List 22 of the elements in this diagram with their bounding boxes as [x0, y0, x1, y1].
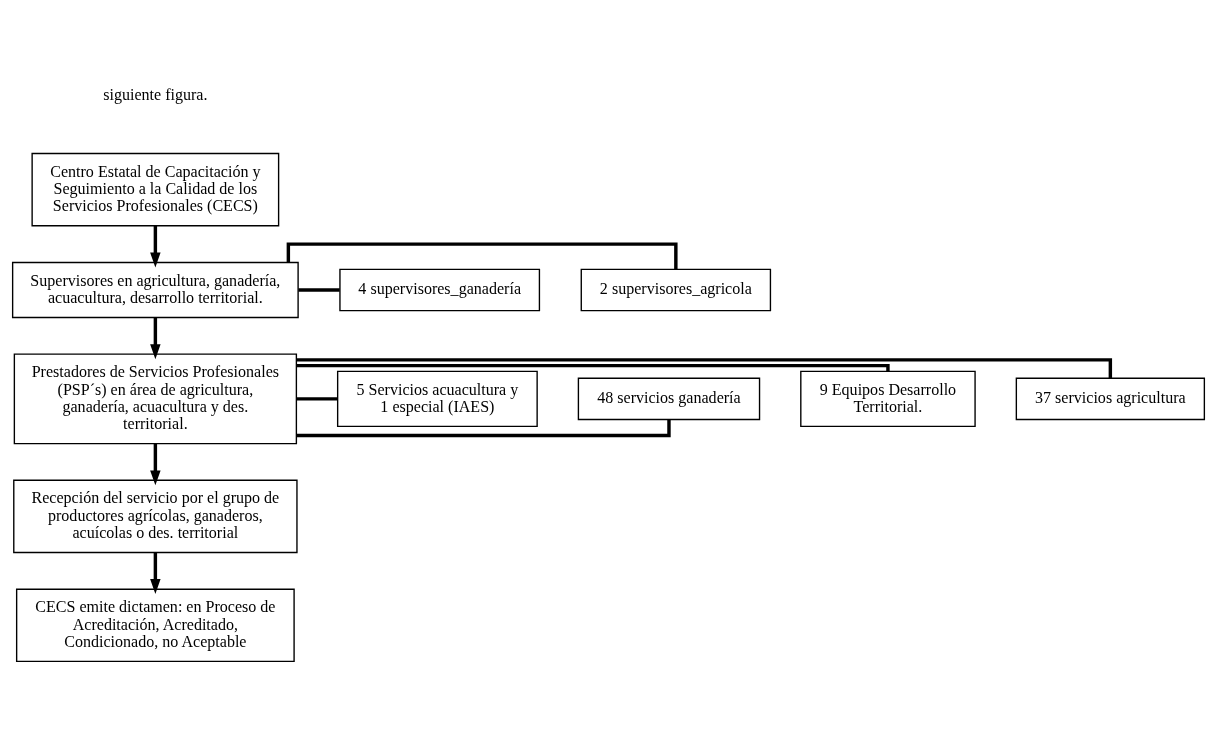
- arrow: [150, 443, 161, 485]
- arrow: [150, 317, 161, 359]
- node-box: Centro Estatal de Capacitación y Seguimiento a la Calidad de los Servicios Profesionales (CECS): [31, 152, 280, 226]
- node-box: 4 supervisores_ganadería: [339, 268, 541, 311]
- node-box: CECS emite dictamen: en Proceso de Acreditación, Acreditado, Condicionado, no Aceptable: [15, 588, 295, 662]
- arrow: [150, 225, 161, 267]
- node-box: 48 servicios ganadería: [577, 377, 761, 420]
- node-box: Recepción del servicio por el grupo de productores agrícolas, ganaderos, acuícolas o des. territorial: [13, 479, 298, 553]
- connector: [296, 363, 890, 371]
- arrow: [150, 552, 161, 594]
- node-box: Prestadores de Servicios Profesionales (PSP´s) en área de agricultura, ganadería, acuacultura y des. territorial.: [13, 353, 298, 444]
- label: siguiente figura.: [103, 85, 208, 103]
- node-box: Supervisores en agricultura, ganadería, acuacultura, desarrollo territorial.: [11, 261, 299, 318]
- node-box: 9 Equipos Desarrollo Territorial.: [800, 370, 976, 427]
- connector: [298, 287, 340, 292]
- connector: [296, 396, 338, 401]
- connector: [296, 419, 671, 437]
- node-box: 37 servicios agricultura: [1015, 377, 1206, 420]
- node-box: 5 Servicios acuacultura y 1 especial (IAES): [336, 370, 538, 427]
- connector: [296, 357, 1113, 378]
- connector: [286, 241, 678, 269]
- node-box: 2 supervisores_agricola: [580, 268, 772, 311]
